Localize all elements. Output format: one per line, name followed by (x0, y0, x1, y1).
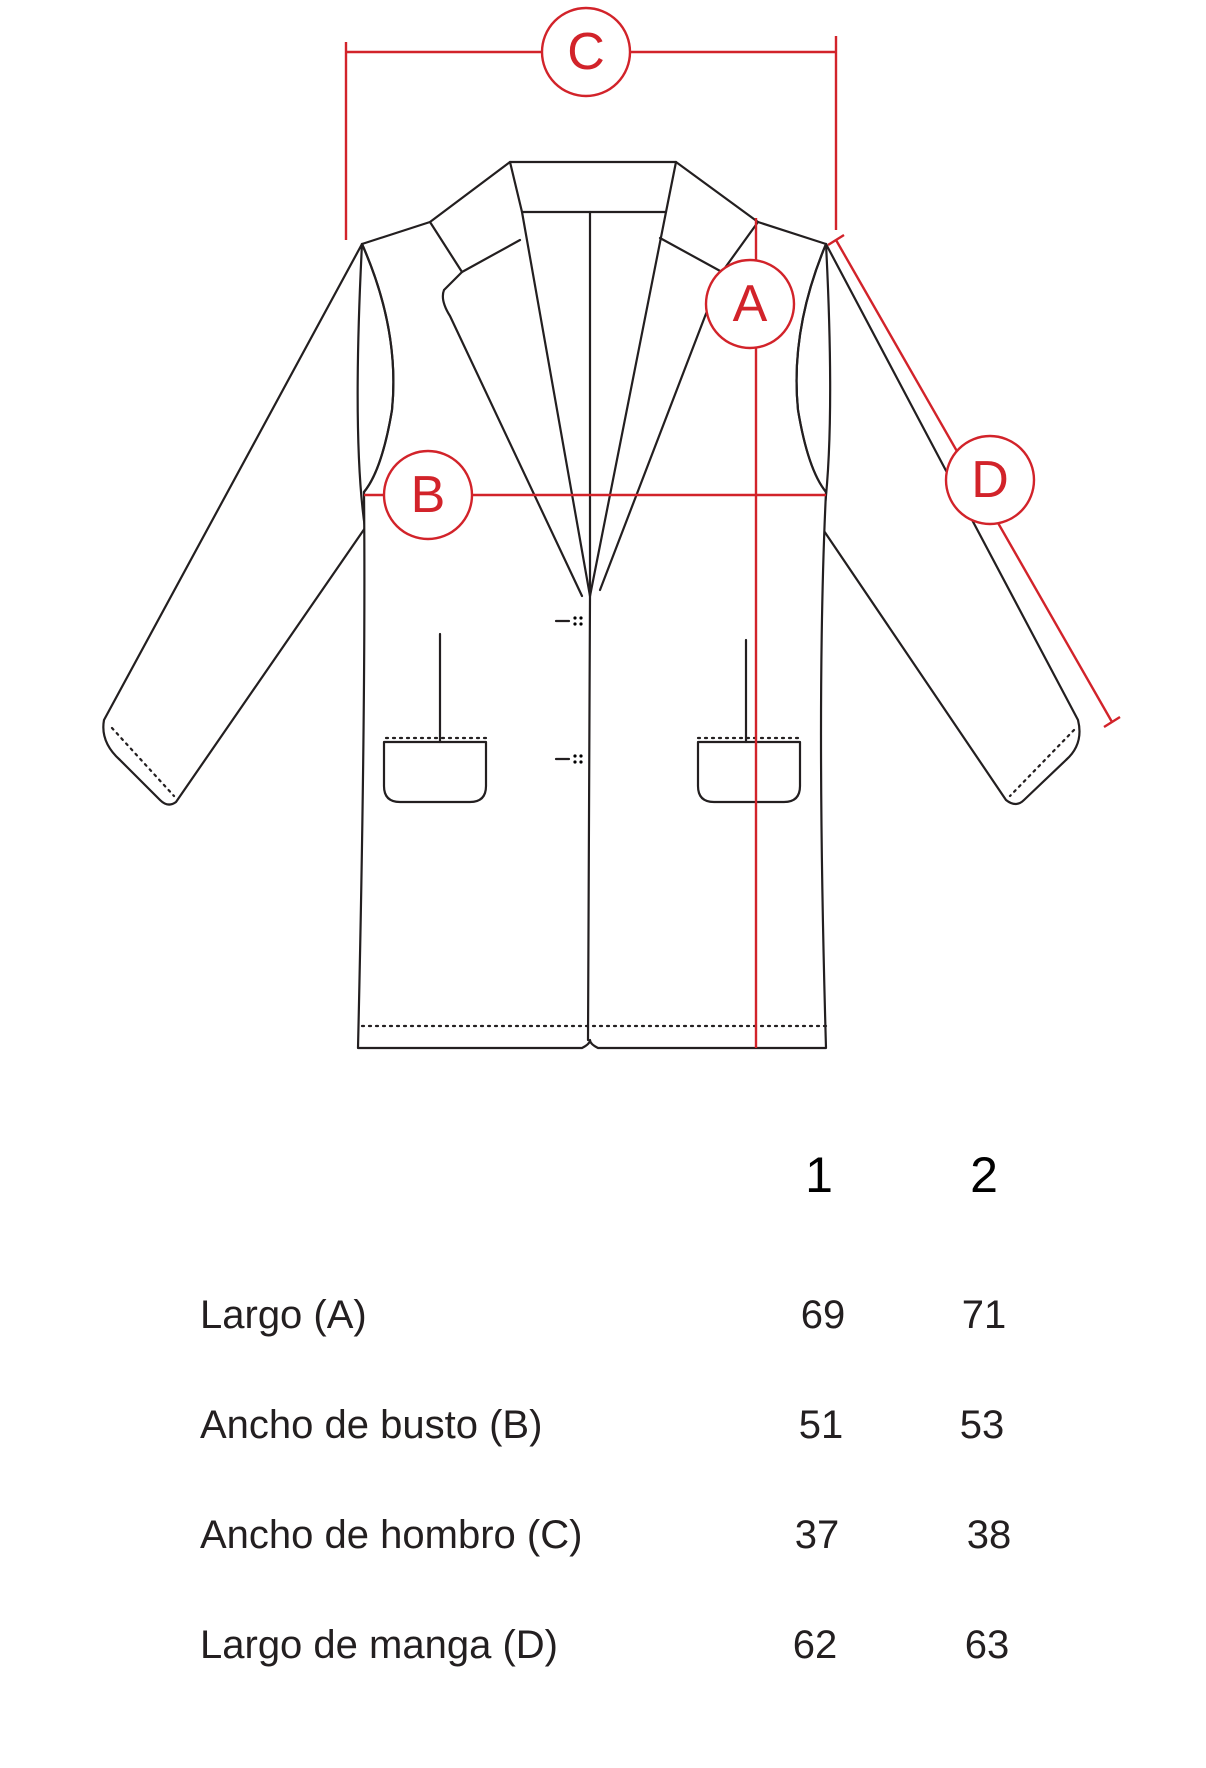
label-c-badge: C (540, 6, 632, 98)
row-value-size-2: 53 (959, 1403, 1005, 1447)
row-value-size-2: 63 (964, 1623, 1010, 1667)
label-a-badge: A (704, 258, 796, 350)
row-value-size-1: 62 (792, 1623, 838, 1667)
row-label: Ancho de hombro (C) (200, 1513, 583, 1557)
row-value-size-2: 71 (961, 1293, 1007, 1337)
table-row: Ancho de hombro (C) 37 38 (200, 1505, 1100, 1565)
size-header-2: 2 (970, 1147, 998, 1203)
table-row: Largo de manga (D) 62 63 (200, 1615, 1100, 1675)
row-label: Largo de manga (D) (200, 1623, 558, 1667)
blazer-outline (102, 160, 1081, 1050)
row-label: Largo (A) (200, 1293, 367, 1337)
blazer-measurement-diagram: C A B D (102, 6, 1121, 1050)
label-c: C (567, 23, 605, 81)
label-d-badge: D (944, 434, 1036, 526)
button-upper (554, 612, 587, 630)
button-lower (554, 750, 587, 768)
row-value-size-1: 51 (798, 1403, 844, 1447)
label-b-badge: B (382, 449, 474, 541)
row-value-size-1: 37 (794, 1513, 840, 1557)
row-value-size-1: 69 (800, 1293, 846, 1337)
label-a: A (733, 275, 768, 333)
table-row: Ancho de busto (B) 51 53 (200, 1395, 1100, 1455)
label-b: B (411, 466, 446, 524)
size-header-1: 1 (805, 1147, 833, 1203)
right-sleeve (820, 242, 1081, 806)
table-row: Largo (A) 69 71 (200, 1285, 1100, 1345)
row-label: Ancho de busto (B) (200, 1403, 543, 1447)
label-d: D (971, 451, 1009, 509)
left-sleeve (102, 242, 367, 806)
right-pocket (696, 638, 802, 804)
row-value-size-2: 38 (966, 1513, 1012, 1557)
left-pocket (382, 632, 488, 804)
